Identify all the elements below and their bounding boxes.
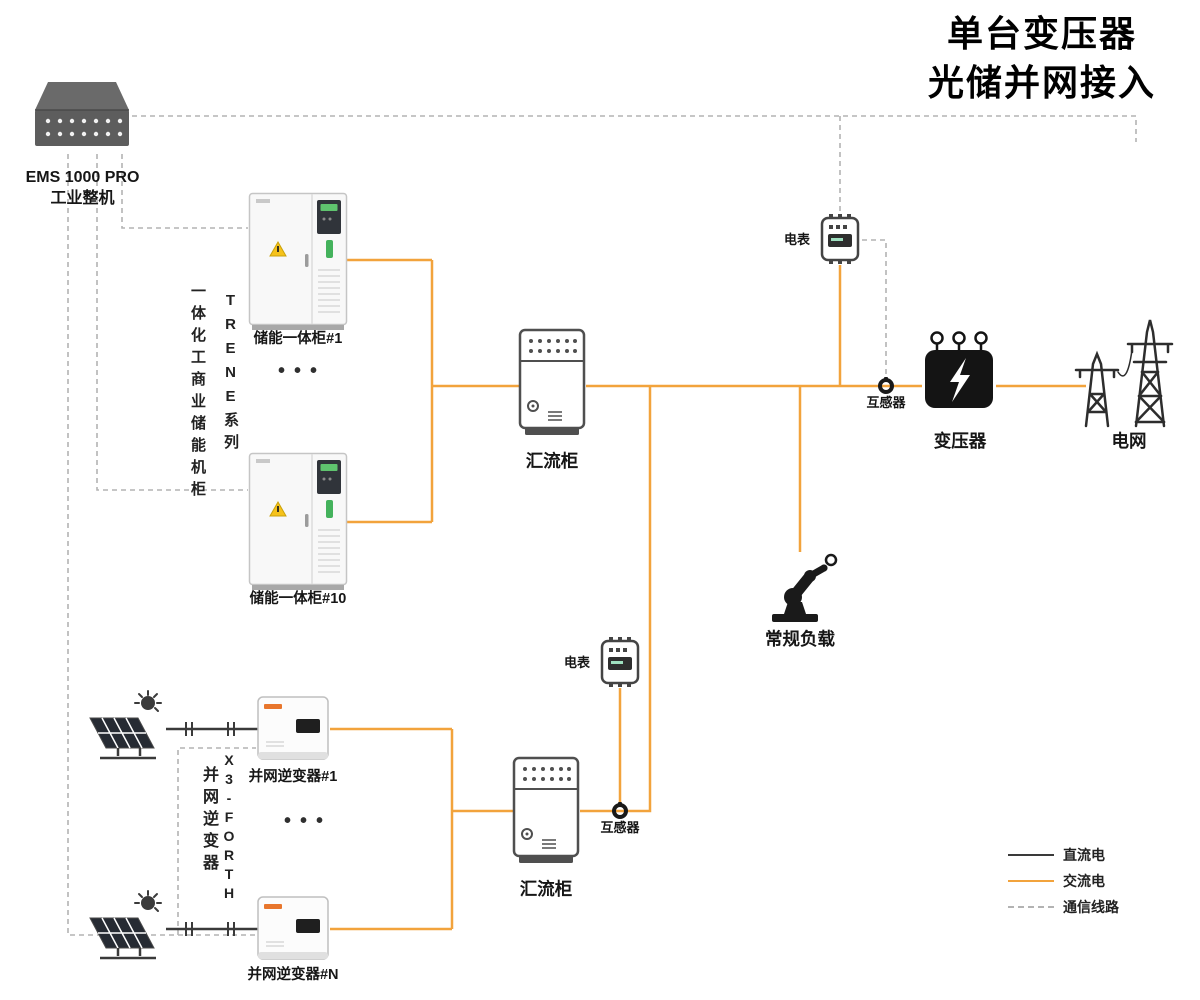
- power-grid-icon: [1072, 310, 1184, 428]
- page-title-line2: 光储并网接入: [927, 61, 1156, 103]
- inverter-ellipsis: •••: [283, 810, 332, 832]
- legend-ac-label: 交流电: [1063, 873, 1105, 889]
- ac-lines: [330, 258, 1086, 931]
- current-transformer-bottom-icon: [611, 802, 629, 820]
- current-transformer-bottom-label: 互感器: [600, 820, 640, 835]
- inverter-n-label: 并网逆变器#N: [247, 967, 339, 983]
- legend-comm-label: 通信线路: [1063, 899, 1119, 915]
- legend-row-ac: 交流电: [1008, 868, 1119, 894]
- combiner-cabinet-top-icon: [518, 328, 586, 438]
- transformer-label: 变压器: [933, 431, 987, 451]
- transformer-icon: [922, 330, 996, 412]
- legend-ac-line-sample: [1008, 880, 1054, 882]
- storage-ellipsis: •••: [277, 360, 326, 382]
- meter-bottom-label: 电表: [563, 655, 590, 670]
- ems-subtitle: 工业整机: [50, 189, 115, 207]
- inverter-n-icon: [256, 892, 330, 966]
- dc-lines: [166, 722, 258, 936]
- ems-label: EMS 1000 PRO 工业整机: [0, 168, 165, 210]
- inverter-1-label: 并网逆变器#1: [248, 769, 338, 785]
- inverter-1-icon: [256, 692, 330, 766]
- storage-series-vertical-left: 一体化工商业储能机柜: [189, 283, 206, 503]
- combiner-cabinet-top-label: 汇流柜: [525, 451, 579, 471]
- ems-name: EMS 1000 PRO: [25, 169, 140, 186]
- solar-panel-2-icon: [80, 890, 170, 964]
- load-label: 常规负载: [765, 629, 835, 649]
- page-title: 单台变压器 光储并网接入: [892, 10, 1192, 107]
- meter-top-label: 电表: [783, 232, 810, 247]
- communication-lines: [67, 115, 1137, 936]
- legend-row-dc: 直流电: [1008, 842, 1119, 868]
- meter-bottom-icon: [598, 636, 642, 688]
- load-robot-arm-icon: [760, 548, 840, 628]
- storage-cabinet-10-icon: [248, 452, 348, 592]
- legend-dc-label: 直流电: [1063, 847, 1105, 863]
- legend-comm-line-sample: [1008, 906, 1054, 908]
- page-title-line1: 单台变压器: [946, 13, 1137, 54]
- current-transformer-top-label: 互感器: [866, 395, 906, 410]
- ems-device-icon: [32, 68, 132, 154]
- meter-top-icon: [818, 213, 862, 265]
- combiner-cabinet-bottom-icon: [512, 756, 580, 866]
- power-grid-label: 电网: [1111, 431, 1147, 451]
- legend-row-comm: 通信线路: [1008, 894, 1119, 920]
- current-transformer-top-icon: [877, 377, 895, 395]
- storage-cabinet-10-label: 储能一体柜#10: [249, 591, 347, 607]
- legend: 直流电 交流电 通信线路: [1008, 842, 1119, 920]
- legend-dc-line-sample: [1008, 854, 1054, 856]
- storage-series-vertical-right: TRENE系列: [222, 292, 239, 456]
- solar-panel-1-icon: [80, 690, 170, 764]
- pv-series-vertical-left: 并网逆变器: [200, 766, 217, 876]
- storage-cabinet-1-icon: [248, 192, 348, 332]
- storage-cabinet-1-label: 储能一体柜#1: [253, 331, 343, 347]
- combiner-cabinet-bottom-label: 汇流柜: [519, 879, 573, 899]
- pv-series-vertical-right: X3-FORTH: [221, 752, 237, 904]
